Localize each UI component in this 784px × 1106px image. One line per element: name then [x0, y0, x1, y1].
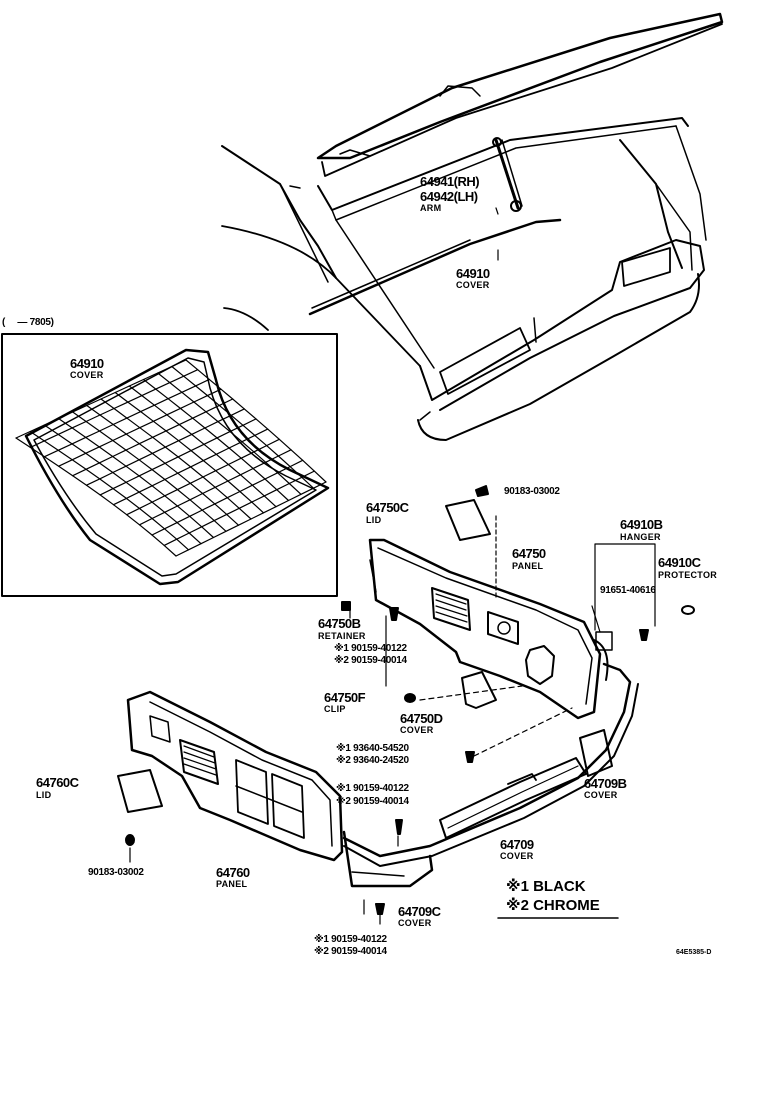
part-clip-desc: CLIP	[324, 704, 346, 714]
part-arm-desc: ARM	[420, 203, 442, 213]
part-hanger-desc: HANGER	[620, 532, 661, 542]
part-panel-64750: 64750	[512, 546, 546, 561]
part-cover-64709c: 64709C	[398, 904, 441, 919]
mesh-line	[142, 378, 290, 502]
part-protector-desc: PROTECTOR	[658, 570, 718, 580]
inset-part-desc: COVER	[70, 370, 104, 380]
floor-trim	[342, 662, 639, 888]
trim-panel-left	[126, 690, 344, 862]
part-screw-top: 90183-03002	[504, 486, 560, 497]
mesh-line	[72, 411, 227, 532]
part-screw-b1: ※1 93640-54520	[336, 743, 409, 754]
leader-lines	[129, 207, 656, 925]
mesh-line	[85, 408, 245, 486]
part-retainer-desc: RETAINER	[318, 631, 366, 641]
part-arm-lh: 64942(LH)	[420, 189, 478, 204]
inset-mat-grid	[15, 359, 327, 557]
inset-range-label: ( — 7805)	[2, 317, 54, 328]
part-panel-64760-desc: PANEL	[216, 879, 248, 889]
part-clip-64750f: 64750F	[324, 690, 366, 705]
part-cover-64709: 64709	[500, 837, 534, 852]
mesh-line	[151, 459, 304, 536]
mesh-line	[15, 437, 177, 557]
trim-panel-right	[368, 538, 609, 720]
part-panel-64750-desc: PANEL	[512, 561, 544, 571]
part-lid-64760c: 64760C	[36, 775, 79, 790]
mesh-line	[72, 398, 234, 477]
part-panel-64760: 64760	[216, 865, 250, 880]
part-cover-64709-desc: COVER	[500, 851, 534, 861]
inset-box	[1, 333, 338, 597]
mesh-line	[58, 388, 222, 467]
lid-64760c-left	[117, 769, 163, 813]
cover-64750d	[461, 671, 497, 709]
part-screw-c1: ※1 90159-40122	[336, 783, 409, 794]
part-retainer-64750b: 64750B	[318, 616, 361, 631]
part-cover-64910: 64910	[456, 266, 490, 281]
part-protector-64910c: 64910C	[658, 555, 701, 570]
part-cover-64910-desc: COVER	[456, 280, 490, 290]
part-cover-64750d: 64750D	[400, 711, 443, 726]
mesh-line	[112, 428, 269, 506]
part-hanger-64910b: 64910B	[620, 517, 663, 532]
part-cover-64709b: 64709B	[584, 776, 627, 791]
mesh-line	[15, 359, 187, 439]
legend-black: ※1 BLACK	[506, 878, 586, 895]
mesh-line	[126, 438, 280, 516]
mesh-line	[138, 449, 292, 526]
part-screw-d1: ※1 90159-40122	[314, 934, 387, 945]
fasteners	[125, 485, 695, 915]
part-lid-64760c-desc: LID	[36, 790, 52, 800]
drawing-code: 64E5385-D	[676, 949, 712, 956]
part-screw-a1: ※1 90159-40122	[334, 643, 407, 654]
inset-part-number: 64910	[70, 356, 104, 371]
part-cover-64709b-desc: COVER	[584, 790, 618, 800]
part-clip-91651: 91651-40616	[600, 585, 656, 596]
part-screw-left: 90183-03002	[88, 867, 144, 878]
part-cover-64709c-desc: COVER	[398, 918, 432, 928]
mesh-line	[99, 418, 257, 496]
lid-64750c-right	[445, 499, 491, 541]
car-body-drawing	[221, 12, 724, 441]
mesh-line	[86, 404, 240, 526]
part-lid-64750c: 64750C	[366, 500, 409, 515]
mesh-line	[43, 378, 210, 458]
part-screw-c2: ※2 90159-40014	[336, 796, 409, 807]
mesh-line	[163, 470, 315, 546]
part-screw-d2: ※2 90159-40014	[314, 946, 387, 957]
mesh-line	[29, 369, 199, 448]
mesh-line	[175, 481, 327, 557]
part-screw-a2: ※2 90159-40014	[334, 655, 407, 666]
part-lid-64750c-desc: LID	[366, 515, 382, 525]
mesh-line	[157, 372, 302, 495]
part-cover-64750d-desc: COVER	[400, 725, 434, 735]
part-arm-rh: 64941(RH)	[420, 174, 480, 189]
legend-chrome: ※2 CHROME	[506, 897, 600, 914]
part-screw-b2: ※2 93640-24520	[336, 755, 409, 766]
